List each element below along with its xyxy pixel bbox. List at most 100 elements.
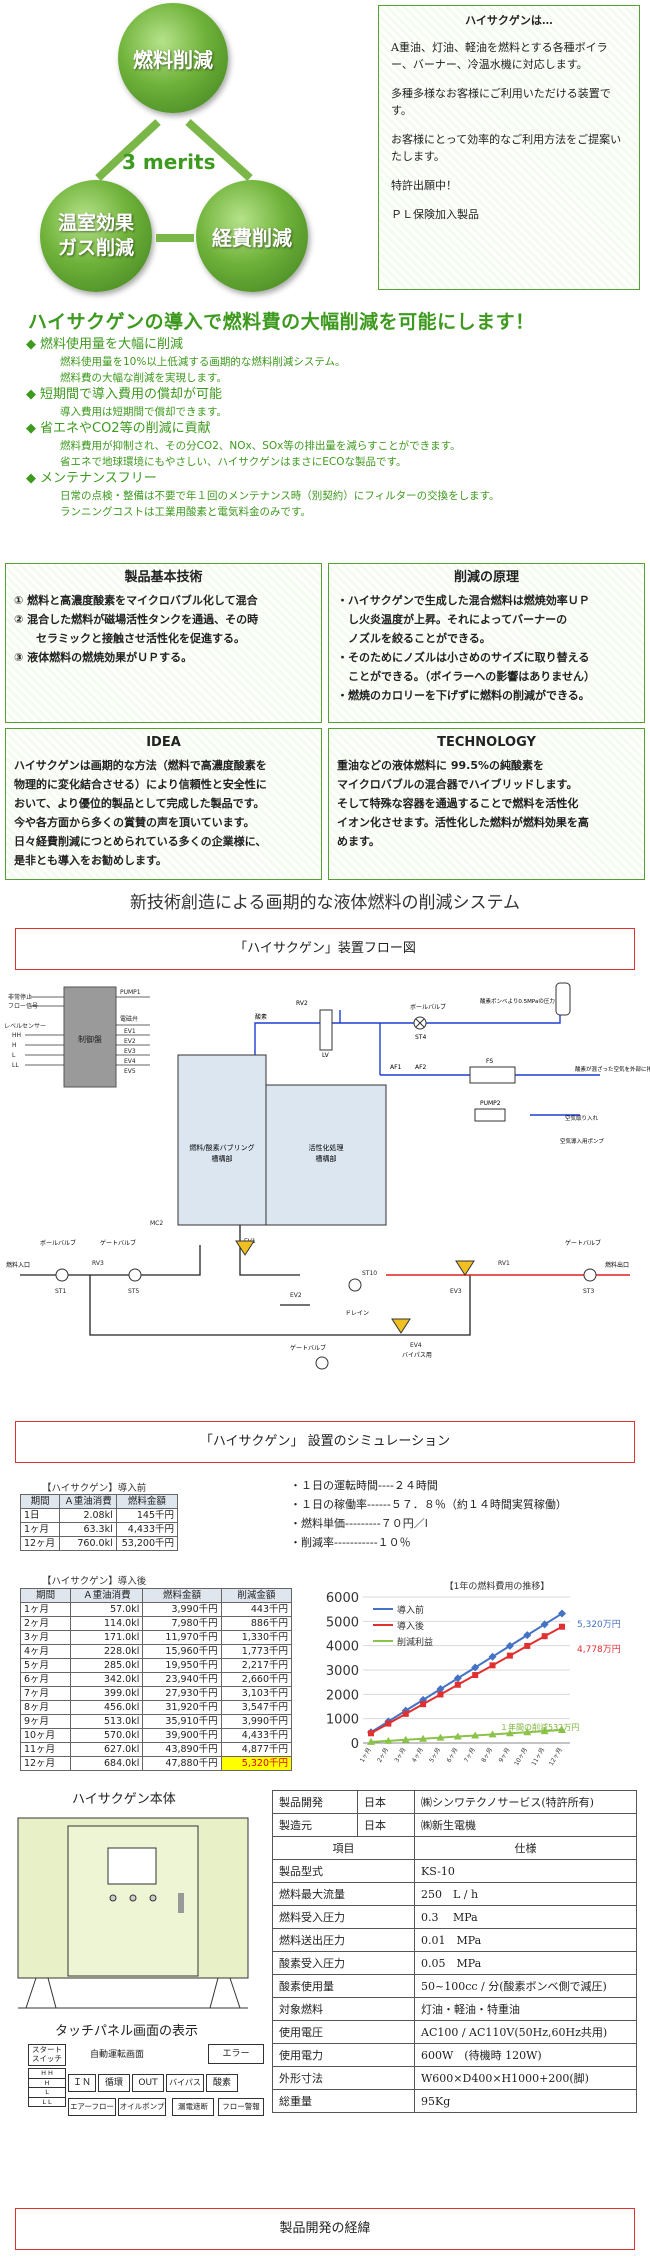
oxygen-button[interactable]: 酸素 <box>206 2074 238 2092</box>
chart-title: 【1年の燃料費用の推移】 <box>445 1580 550 1592</box>
flow-tag: ST3 <box>583 1288 594 1295</box>
gate-valve-label: ゲートバルブ <box>290 1344 326 1352</box>
circulation-button[interactable]: 循環 <box>98 2074 130 2092</box>
bullet-line: 導入費用は短期間で償却できます。 <box>60 406 227 418</box>
in-button[interactable]: ＩＮ <box>68 2074 96 2092</box>
indicator-light <box>149 1894 157 1902</box>
tech-box: 製品基本技術 ① 燃料と高濃度酸素をマイクロバブル化して混合 ② 混合した燃料が… <box>5 563 322 723</box>
flow-tag: AF1 <box>390 1064 402 1071</box>
flow-tag: MC2 <box>150 1220 163 1227</box>
chart-x-tick: 2ヶ月 <box>376 1747 390 1764</box>
table-row: 1日 2.08kl 145千円 <box>19 1508 179 1523</box>
spec-value: 250 L / h <box>414 1882 637 1906</box>
breaker-label: 漏電遮断 <box>178 2102 208 2111</box>
flow-tag: RV1 <box>498 1260 510 1267</box>
chart-point <box>540 1620 549 1629</box>
tech-box-title: 製品基本技術 <box>124 570 203 585</box>
chart-point <box>558 1726 566 1734</box>
table-cell: 886千円 <box>220 1616 293 1631</box>
merit-right-label: 経費削減 <box>212 225 292 250</box>
intro-p4: 特許出願中！ <box>391 179 457 192</box>
out-button[interactable]: OUT <box>132 2074 164 2092</box>
control-panel <box>63 986 117 1088</box>
flow-tag: RV3 <box>92 1260 104 1267</box>
table-cell: 43,890千円 <box>142 1742 222 1757</box>
table-header: Ａ重油消費 <box>59 1494 117 1509</box>
spec-value: W600×D400×H1000+200(脚) <box>414 2066 637 2090</box>
table-cell: 9ヶ月 <box>19 1714 72 1729</box>
table-cell: 7ヶ月 <box>19 1686 72 1701</box>
chart-x-tick: 11ヶ月 <box>530 1747 546 1768</box>
spec-country: 日本 <box>357 1790 415 1814</box>
chart-annotation: １年間の削減532万円 <box>500 1722 579 1732</box>
principle-item: ことができる。（ボイラーへの影響はありません） <box>337 670 595 683</box>
bullet-head: 省エネやCO2等の削減に貢献 <box>40 421 211 436</box>
intro-box-title: ハイサクゲンは… <box>465 14 553 27</box>
chart-x-tick: 1ヶ月 <box>359 1747 373 1764</box>
fuel-inlet-label: 燃料入口 <box>6 1261 30 1269</box>
principle-item: ノズルを絞ることができる。 <box>337 632 491 645</box>
table-cell: 1日 <box>19 1508 61 1523</box>
valves <box>55 1268 597 1370</box>
table-cell: 1,773千円 <box>220 1644 293 1659</box>
flow-tag: ST10 <box>362 1270 377 1277</box>
chart-point <box>437 1691 444 1698</box>
table-cell: 15,960千円 <box>142 1644 222 1659</box>
table-cell: 145千円 <box>115 1508 179 1523</box>
table-cell: 63.3kl <box>59 1522 117 1537</box>
table-cell: 1,330千円 <box>220 1630 293 1645</box>
tank-activation-label: 活性化処理 <box>309 1143 344 1152</box>
signal-label: EV5 <box>124 1068 136 1075</box>
spec-label: 総重量 <box>272 2089 415 2113</box>
spec-value: KS-10 <box>414 1859 637 1883</box>
oxygen-label: 酸素 <box>255 1013 267 1021</box>
technology-line: マイクロバブルの混合器でハイブリッドします。 <box>337 778 578 791</box>
table-cell: 2,217千円 <box>220 1658 293 1673</box>
oxygen-exhaust-note: 酸素が混ざった空気を外部に排出 <box>575 1065 650 1073</box>
start-switch[interactable]: スタートスイッチ <box>28 2044 66 2066</box>
spec-value: 0.3 MPa <box>414 1905 637 1929</box>
table-cell: 23,940千円 <box>142 1672 222 1687</box>
chart-legend-label: 削減利益 <box>397 1636 433 1648</box>
table-header: 燃料金額 <box>142 1588 222 1603</box>
chart-point <box>523 1728 532 1736</box>
merit-triangle <box>95 119 253 242</box>
chart-point <box>453 1732 462 1740</box>
bypass-button[interactable]: バイパス <box>166 2074 204 2092</box>
chart-point <box>558 1609 566 1618</box>
level-label: L <box>29 2088 65 2098</box>
table-cell: 11,970千円 <box>142 1630 222 1645</box>
chart-x-tick: 6ヶ月 <box>446 1747 460 1764</box>
table-cell: 3,547千円 <box>220 1700 293 1715</box>
signal-label: 電磁弁 <box>120 1015 138 1023</box>
technology-box: TECHNOLOGY 重油などの液体燃料に 99.5%の純酸素を マイクロバブル… <box>328 728 645 880</box>
body-caption: ハイサクゲン本体 <box>72 1792 176 1807</box>
flow-tag: ST5 <box>128 1288 139 1295</box>
tank-bubbling <box>177 1054 267 1226</box>
table-cell: 399.0kl <box>70 1686 144 1701</box>
circulation-label: 循環 <box>104 2078 123 2088</box>
table-cell: 11ヶ月 <box>19 1742 72 1757</box>
table-cell: 3,990千円 <box>220 1714 293 1729</box>
tank-bubbling-label-2: 槽構部 <box>212 1154 233 1163</box>
level-label: L L <box>42 2097 52 2106</box>
chart-point <box>367 1737 375 1745</box>
chart-y-tick: 5000 <box>326 1615 359 1630</box>
intro-p2: 多種多様なお客様にご利用いただける装置です。 <box>391 87 611 117</box>
bullet-item: ◆短期間で導入費用の償却が可能 導入費用は短期間で償却できます。 <box>26 386 636 420</box>
chart-point <box>524 1642 531 1649</box>
air-intake-label: 空気取り入れ <box>565 1114 599 1122</box>
condition-line: ・燃料単価---------７０円／l <box>290 1517 428 1530</box>
chart-point <box>385 1720 392 1727</box>
table-cell: 10ヶ月 <box>19 1728 72 1743</box>
chart-point <box>454 1681 461 1688</box>
intro-p1: A重油、灯油、軽油を燃料とする各種ボイラー、バーナー、冷温水機に対応します。 <box>391 41 608 71</box>
signal-label: レベルセンサー <box>4 1023 46 1030</box>
table-cell: 2,660千円 <box>220 1672 293 1687</box>
spec-label: 燃料受入圧力 <box>272 1905 415 1929</box>
table-cell: 1ヶ月 <box>19 1522 61 1537</box>
